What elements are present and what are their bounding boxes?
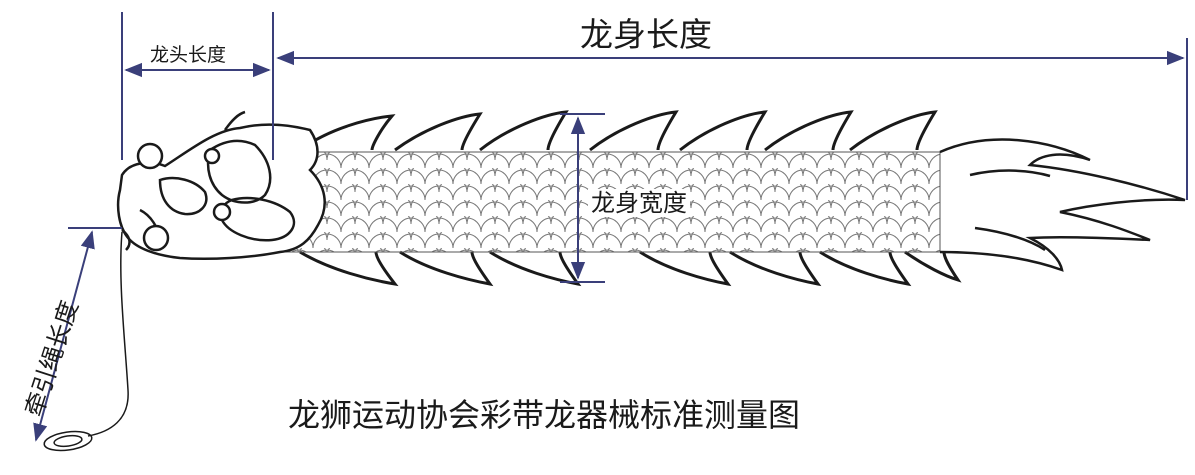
dragon-tail: [939, 138, 1186, 272]
dragon-head: [116, 110, 326, 260]
body-length-label: 龙身长度: [580, 15, 712, 54]
lower-fins: [299, 250, 962, 287]
head-length-label: 龙头长度: [150, 44, 227, 66]
body-width-label: 龙身宽度: [588, 189, 690, 217]
upper-fins: [299, 110, 938, 152]
diagram-title: 龙狮运动协会彩带龙器械标准测量图: [288, 396, 801, 434]
rope-length-arrow: [33, 230, 95, 442]
dimension-lines: [33, 12, 1188, 442]
